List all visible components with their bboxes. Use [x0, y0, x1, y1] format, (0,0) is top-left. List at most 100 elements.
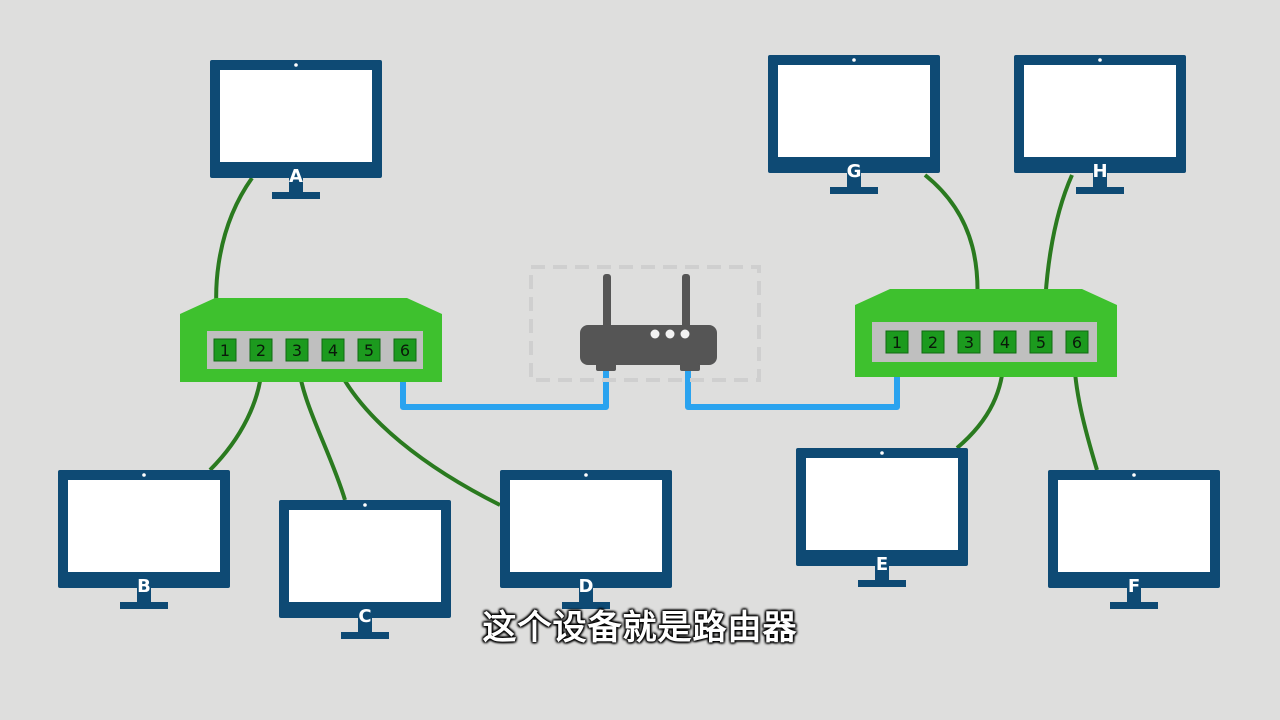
port-box: [921, 330, 945, 354]
port-box: [357, 338, 381, 362]
monitor-camera: [852, 58, 856, 62]
monitor-camera: [584, 473, 588, 477]
monitor-stand: [341, 632, 389, 639]
monitor-stand: [120, 602, 168, 609]
port-box: [957, 330, 981, 354]
computer-c: C: [279, 500, 451, 639]
monitor-camera: [363, 503, 367, 507]
monitor-neck: [1093, 173, 1107, 187]
port-box: [321, 338, 345, 362]
monitor-camera: [880, 451, 884, 455]
computer-f: F: [1048, 470, 1220, 609]
switch-right-port-panel: [872, 322, 1097, 362]
monitor-screen: [68, 480, 220, 572]
computer-a: A: [210, 60, 382, 199]
monitor-stand: [858, 580, 906, 587]
monitor-camera: [1132, 473, 1136, 477]
switch-right-port-2: 2: [921, 330, 945, 354]
port-label: 3: [964, 333, 974, 352]
port-box: [285, 338, 309, 362]
computers: A B C D E F G H: [58, 55, 1220, 639]
switch-left-port-6: 6: [393, 338, 417, 362]
port-box: [393, 338, 417, 362]
monitor-screen: [778, 65, 930, 157]
monitor-screen: [806, 458, 958, 550]
computer-label-g: G: [847, 161, 862, 182]
port-label: 1: [892, 333, 902, 352]
switch-right-port-5: 5: [1029, 330, 1053, 354]
monitor-neck: [358, 618, 372, 632]
monitor-camera: [1098, 58, 1102, 62]
port-box: [213, 338, 237, 362]
port-label: 1: [220, 341, 230, 360]
computer-label-f: F: [1128, 576, 1140, 597]
router: [529, 265, 761, 382]
monitor-screen: [1024, 65, 1176, 157]
monitor-screen: [510, 480, 662, 572]
monitor-stand: [272, 192, 320, 199]
switch-left-port-4: 4: [321, 338, 345, 362]
port-label: 4: [1000, 333, 1010, 352]
switch-right-top: [855, 289, 1117, 305]
monitor-stand: [562, 602, 610, 609]
router-antenna-right: [682, 274, 690, 330]
switch-right-port-1: 1: [885, 330, 909, 354]
monitor-screen: [1058, 480, 1210, 572]
port-box: [1065, 330, 1089, 354]
computer-h: H: [1014, 55, 1186, 194]
computer-label-e: E: [876, 554, 888, 575]
router-led-3: [680, 329, 690, 339]
computer-e: E: [796, 448, 968, 587]
switch-left-port-3: 3: [285, 338, 309, 362]
computer-label-h: H: [1092, 161, 1107, 182]
switch-left-port-5: 5: [357, 338, 381, 362]
port-label: 4: [328, 341, 338, 360]
switch-right-port-3: 3: [957, 330, 981, 354]
monitor-stand: [1076, 187, 1124, 194]
switch-left-port-panel: [207, 331, 423, 369]
port-label: 5: [364, 341, 374, 360]
computer-label-a: A: [289, 166, 303, 187]
switch-right-port-4: 4: [993, 330, 1017, 354]
switch-left-ports: 1 2 3 4 5 6: [213, 338, 417, 362]
switch-left-top: [180, 298, 442, 314]
port-label: 6: [1072, 333, 1082, 352]
port-label: 5: [1036, 333, 1046, 352]
computer-g: G: [768, 55, 940, 194]
port-box: [1029, 330, 1053, 354]
cable-router-right-port-1: [685, 352, 900, 410]
subtitle: 这个设备就是路由器: [482, 608, 798, 648]
router-foot-right: [680, 363, 700, 371]
computer-b: B: [58, 470, 230, 609]
monitor-neck: [847, 173, 861, 187]
computer-label-d: D: [579, 576, 594, 597]
computer-label-b: B: [137, 576, 151, 597]
computer-d: D: [500, 470, 672, 609]
switch-left-port-1: 1: [213, 338, 237, 362]
cable-router-left-port-6: [400, 360, 609, 410]
computer-label-c: C: [358, 606, 371, 627]
port-box: [993, 330, 1017, 354]
router-body: [580, 325, 717, 365]
monitor-stand: [1110, 602, 1158, 609]
cable-d-left-port-4: [332, 359, 501, 507]
monitor-neck: [875, 566, 889, 580]
port-box: [885, 330, 909, 354]
port-label: 3: [292, 341, 302, 360]
monitor-screen: [220, 70, 372, 162]
router-led-1: [650, 329, 660, 339]
switch-left-port-2: 2: [249, 338, 273, 362]
monitor-neck: [137, 588, 151, 602]
monitor-camera: [294, 63, 298, 67]
monitor-stand: [830, 187, 878, 194]
monitor-screen: [289, 510, 441, 602]
router-foot-left: [596, 363, 616, 371]
port-box: [249, 338, 273, 362]
router-led-2: [665, 329, 675, 339]
switch-right-port-6: 6: [1065, 330, 1089, 354]
port-label: 6: [400, 341, 410, 360]
port-label: 2: [256, 341, 266, 360]
monitor-camera: [142, 473, 146, 477]
